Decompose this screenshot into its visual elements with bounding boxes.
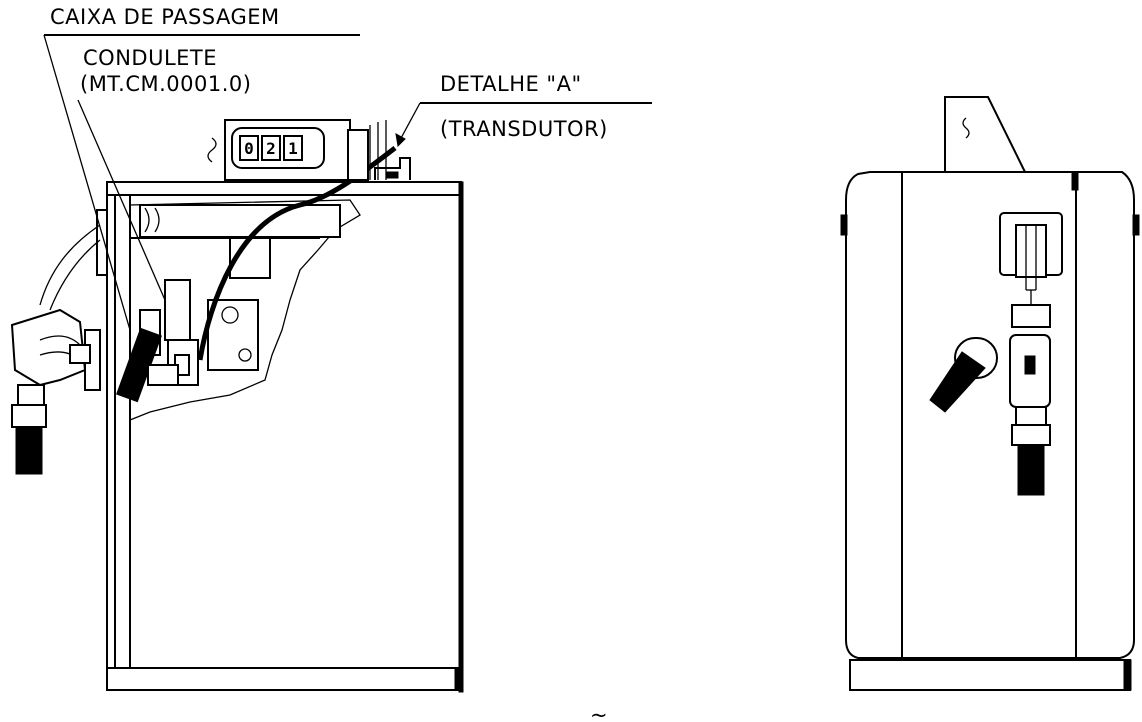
label-transducer: (TRANSDUTOR) bbox=[440, 117, 608, 141]
register-housing bbox=[944, 96, 1027, 173]
label-conduit-fitting: CONDULETE bbox=[83, 46, 217, 70]
cabinet-base bbox=[106, 667, 462, 691]
dispenser-front-view bbox=[840, 96, 1140, 691]
cabinet-body bbox=[106, 181, 462, 691]
front-base bbox=[849, 659, 1131, 691]
label-junction-box: CAIXA DE PASSAGEM bbox=[50, 5, 280, 29]
register-head: 0 2 1 bbox=[207, 119, 411, 181]
cutaway-edge bbox=[129, 199, 361, 421]
caption-fragment: ~ bbox=[590, 703, 608, 722]
label-detail-a: DETALHE "A" bbox=[440, 72, 582, 96]
dispenser-side-view: 0 2 1 bbox=[10, 119, 464, 693]
counter-digit-2: 2 bbox=[266, 139, 276, 158]
label-conduit-ref: (MT.CM.0001.0) bbox=[80, 72, 251, 96]
nozzle-assembly bbox=[10, 209, 108, 475]
front-cabinet-body bbox=[845, 171, 1135, 659]
front-nozzle-spout bbox=[1017, 444, 1045, 496]
counter-digit-3: 1 bbox=[288, 139, 298, 158]
counter-digit-1: 0 bbox=[244, 139, 254, 158]
callouts: CAIXA DE PASSAGEM CONDULETE (MT.CM.0001.… bbox=[43, 5, 652, 722]
hose-hook bbox=[929, 351, 986, 413]
